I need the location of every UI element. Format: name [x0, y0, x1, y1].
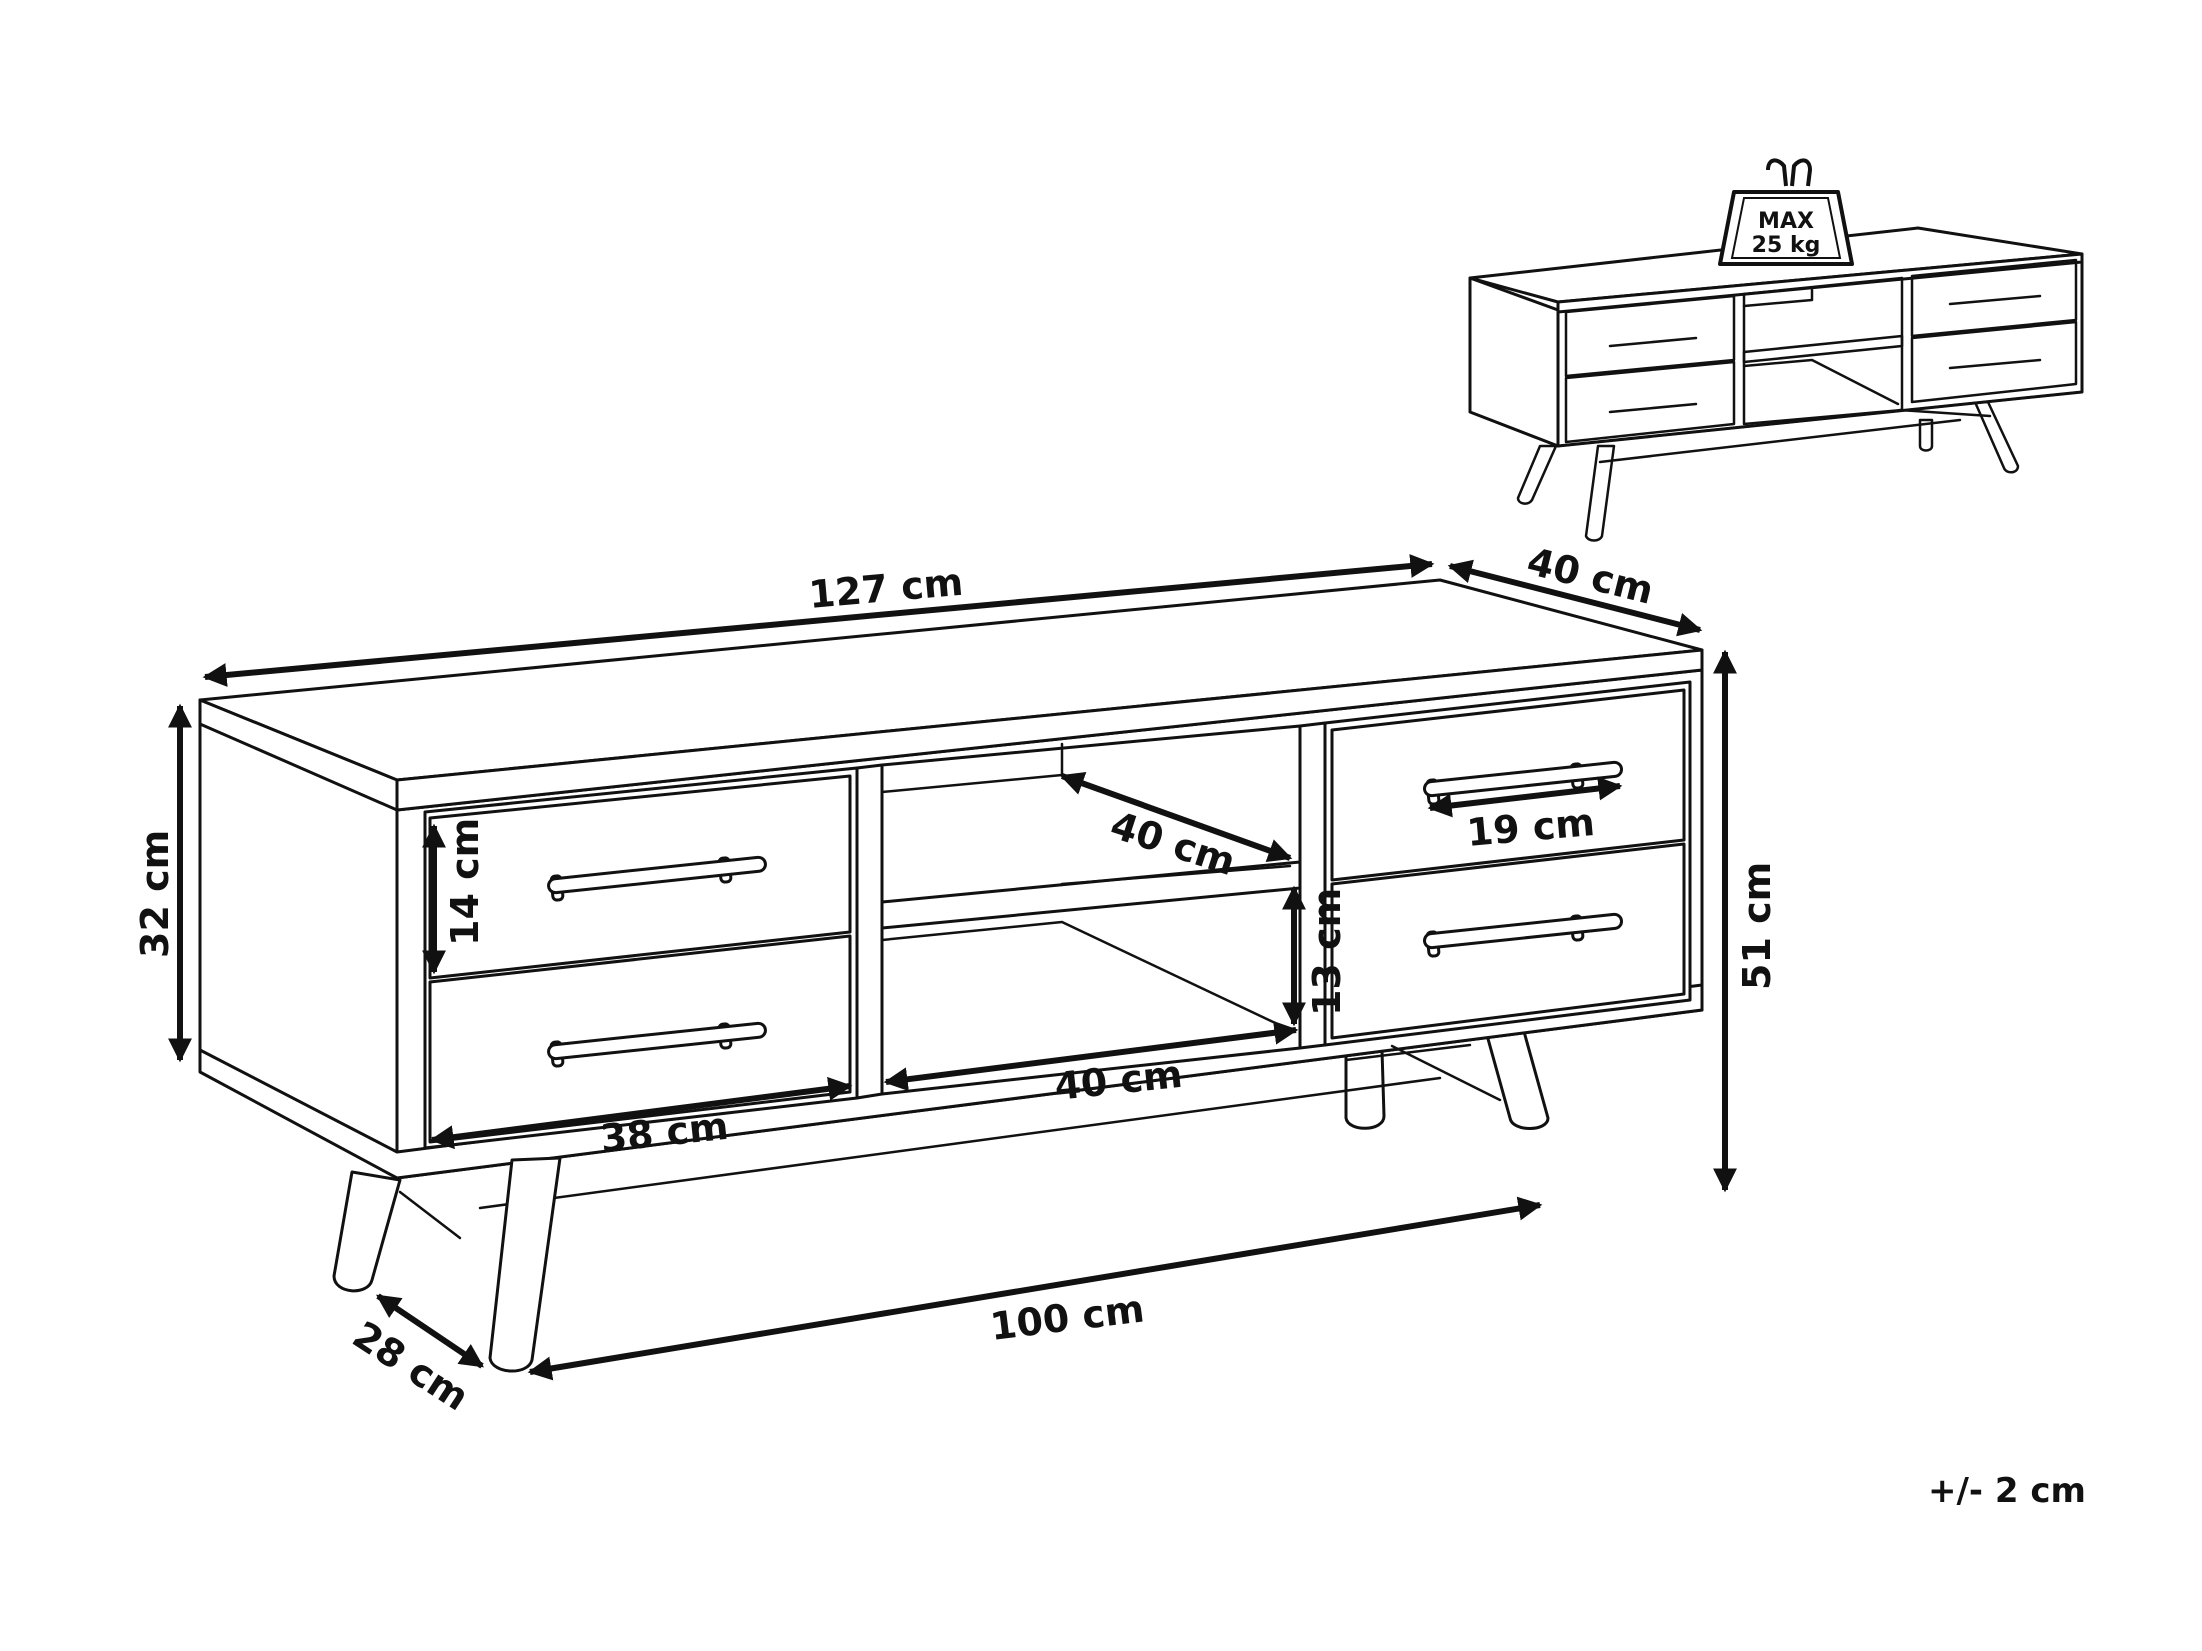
label-leg-depth: 28 cm	[345, 1313, 477, 1420]
dim-line-drawer-width	[429, 1076, 853, 1150]
leg-front-left-back	[332, 1170, 402, 1293]
leg-front-left	[488, 1156, 562, 1373]
preview-stretcher	[1598, 408, 1992, 464]
leg-stretcher-right	[1390, 1044, 1502, 1102]
dim-line-leg-span	[527, 1196, 1543, 1381]
preview-left-side	[1468, 276, 1560, 448]
preview-leg-back-right	[1973, 400, 2020, 474]
preview-drawer-upper-left	[1564, 294, 1736, 378]
weight-icon: MAX 25 kg	[1718, 158, 1854, 266]
label-body-height: 32 cm	[133, 830, 177, 958]
preview-handle-1	[1608, 336, 1698, 348]
preview-middle-back	[1742, 288, 1900, 406]
preview-handle-3	[1948, 294, 2042, 306]
shelf-back-edge	[1060, 864, 1292, 886]
preview-drawer-lower-right	[1910, 320, 2078, 404]
preview-leg-front-left-back	[1516, 444, 1558, 505]
compartment-back-bottom	[880, 920, 1292, 1032]
divider-left	[855, 763, 884, 1100]
preview-handle-2	[1608, 402, 1698, 414]
leg-stretcher-back	[398, 1190, 462, 1240]
label-tolerance: +/- 2 cm	[1928, 1471, 2086, 1511]
preview-middle-shelf	[1742, 334, 1904, 364]
handle-lower-left	[547, 1021, 767, 1068]
label-shelf-height: 13 cm	[1305, 888, 1349, 1016]
handle-upper-left	[547, 855, 767, 902]
leg-stretcher-rear	[1344, 1043, 1472, 1062]
preview-drawer-lower-left	[1564, 360, 1736, 444]
label-total-height: 51 cm	[1735, 862, 1779, 990]
preview-leg-back-inner	[1918, 418, 1934, 452]
preview-tv-stand: MAX 25 kg	[1468, 158, 2084, 542]
preview-drawer-upper-right	[1910, 258, 2078, 338]
handle-lower-right	[1423, 912, 1623, 958]
label-drawer-height: 14 cm	[443, 818, 487, 946]
main-tv-stand	[198, 578, 1704, 1373]
dim-line-leg-depth	[376, 1293, 484, 1369]
dim-line-handle	[1427, 776, 1623, 818]
dim-line-shelf-width	[883, 1020, 1299, 1092]
preview-handle-4	[1948, 358, 2042, 370]
top-left-edge	[198, 698, 399, 812]
label-leg-span: 100 cm	[988, 1286, 1147, 1349]
leg-stretcher-front	[478, 1076, 1442, 1210]
weight-label-line1: MAX	[1758, 209, 1814, 234]
dim-line-shelf-depth	[1059, 772, 1293, 862]
dim-line-depth	[1447, 559, 1703, 637]
preview-top-edge	[1556, 252, 2084, 314]
dimension-lines	[168, 554, 1737, 1381]
weight-label-line2: 25 kg	[1752, 233, 1821, 258]
preview-leg-front-left	[1584, 444, 1616, 542]
dim-line-width	[202, 554, 1435, 687]
leg-back-right	[1478, 1008, 1550, 1130]
